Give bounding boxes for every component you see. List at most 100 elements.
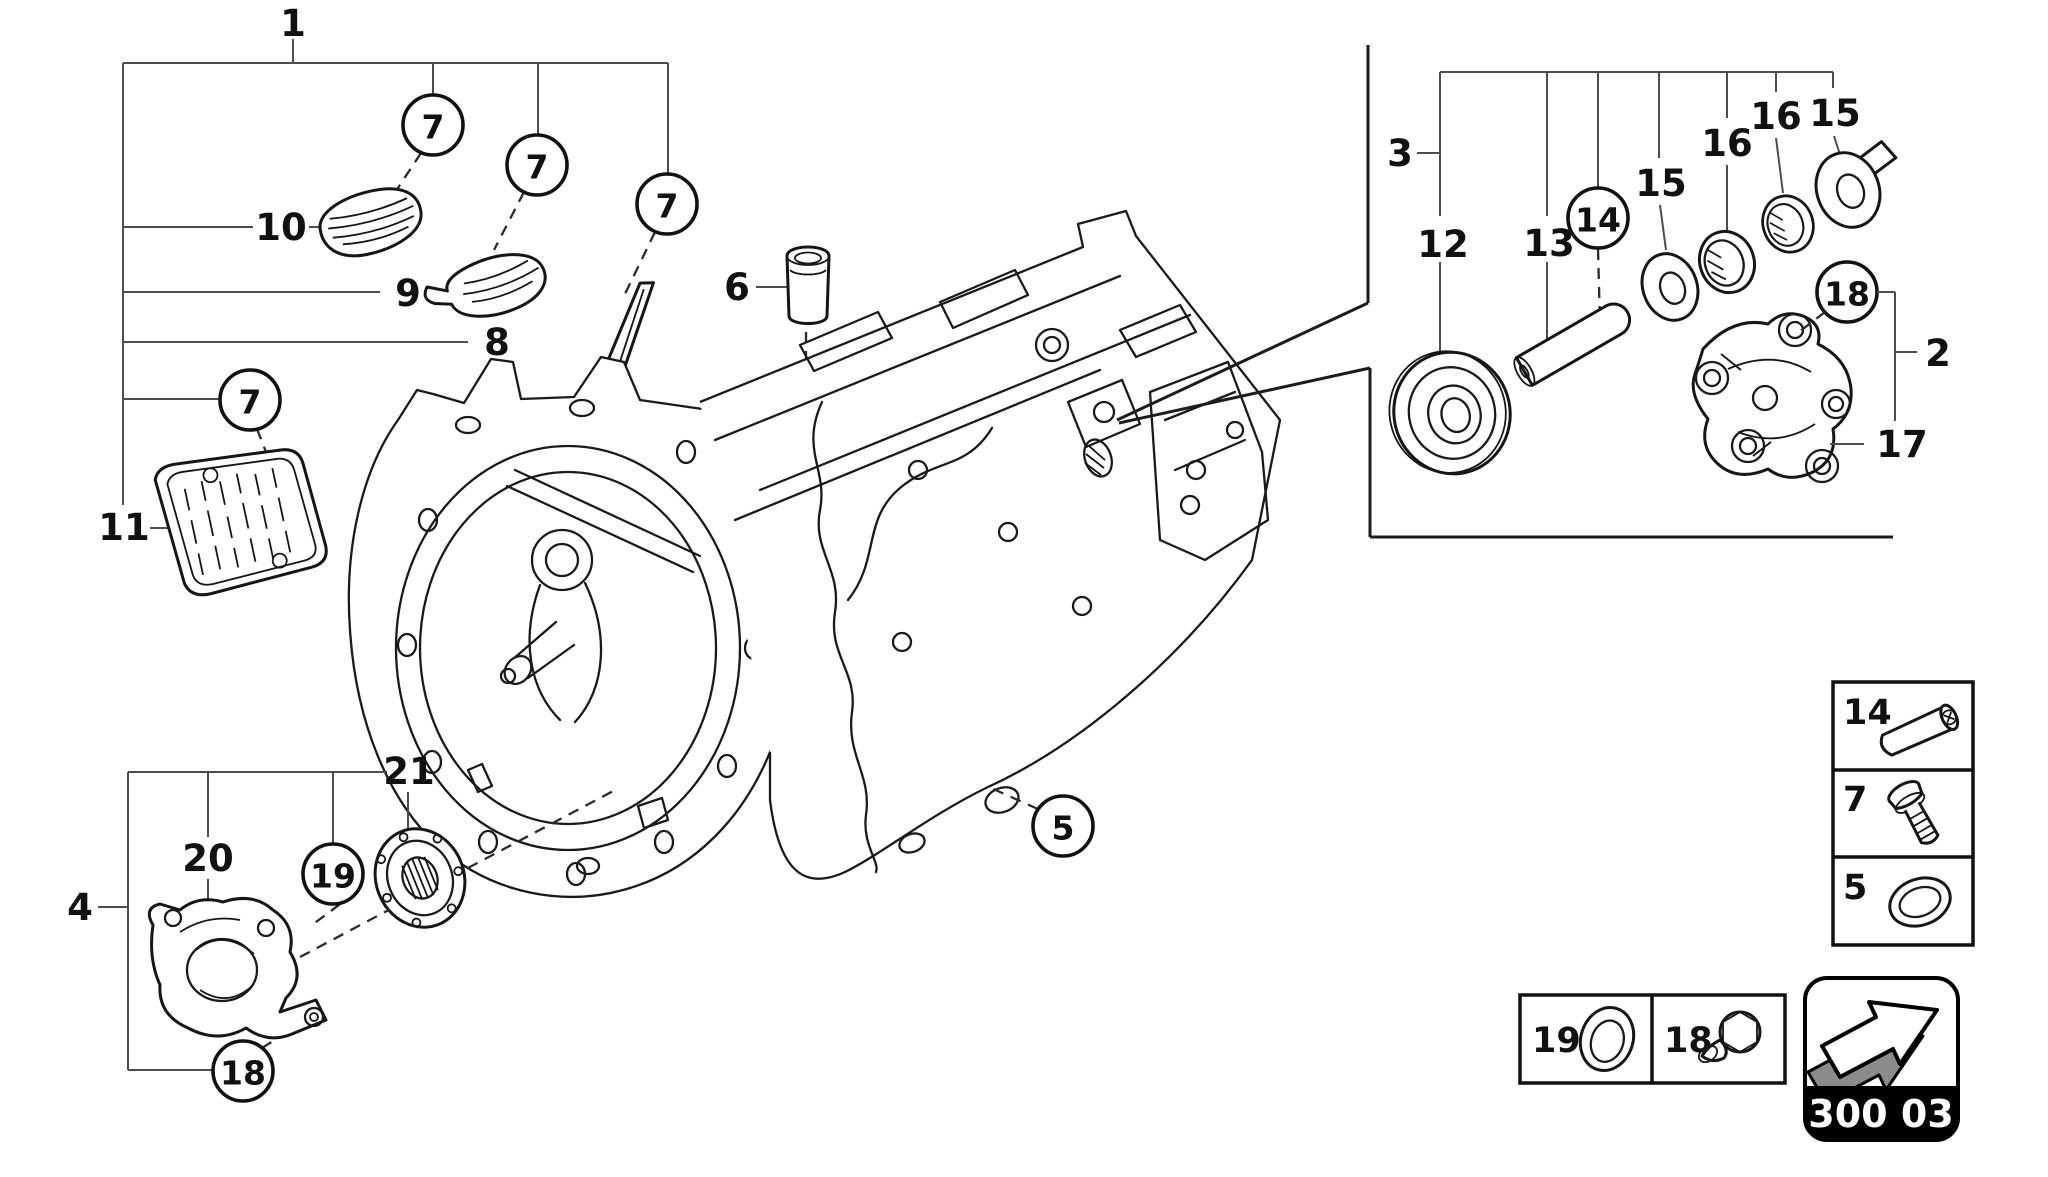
part-16b-bushing [1761, 194, 1815, 254]
callout-label-6[interactable]: 6 [724, 266, 750, 309]
part-10-magnet [318, 187, 423, 258]
part-9-magnet-holder [423, 253, 547, 318]
callout-label-8[interactable]: 8 [484, 321, 510, 364]
leader-line [1658, 72, 1667, 251]
callout-circle-7d[interactable]: 7 [218, 368, 282, 432]
callout-label-15b[interactable]: 15 [1809, 92, 1861, 135]
dashed-pointer [990, 786, 1039, 811]
part-15a-washer [1640, 252, 1700, 322]
callout-label-9[interactable]: 9 [395, 272, 421, 315]
badge-band [1805, 1086, 1958, 1140]
legend-label-14: 14 [1843, 693, 1892, 733]
part-13-pin [1513, 302, 1632, 387]
page-code-badge[interactable]: 300 03 [1803, 976, 1960, 1142]
callout-circle[interactable] [635, 172, 699, 236]
nav-arrow-3d-icon [1806, 1000, 1939, 1105]
callout-circle-7b[interactable]: 7 [505, 133, 569, 197]
legend-label-19: 19 [1532, 1021, 1581, 1061]
callout-label-20[interactable]: 20 [182, 837, 234, 880]
rotor-holes [376, 832, 464, 928]
callout-label-12[interactable]: 12 [1417, 223, 1469, 266]
grille-slots [183, 467, 292, 576]
callout-label-4[interactable]: 4 [67, 886, 93, 929]
callout-label-13[interactable]: 13 [1523, 222, 1575, 265]
callout-label-19: 19 [310, 857, 356, 896]
callout-label-17[interactable]: 17 [1876, 423, 1928, 466]
legend-row-14[interactable]: 14 [1843, 693, 1961, 760]
part-6-plug [785, 245, 831, 325]
callout-label-14: 14 [1575, 201, 1621, 240]
legend-cell-18[interactable]: 18 [1664, 1010, 1762, 1065]
part-11-filter-plate [153, 448, 328, 597]
detail-panel: 3 12 13 15 16 16 15 14 [1116, 45, 1951, 539]
callout-label-16b[interactable]: 16 [1750, 95, 1802, 138]
callout-label-10[interactable]: 10 [255, 206, 307, 249]
callout-circle-5[interactable]: 5 [1031, 794, 1095, 858]
pointer-wedge-lower [1118, 366, 1371, 425]
legend-cell-19[interactable]: 19 [1532, 1001, 1642, 1078]
page-code: 300 03 [1808, 1092, 1953, 1136]
callout-label-21[interactable]: 21 [383, 750, 435, 793]
callout-circle-19[interactable]: 19 [301, 842, 365, 906]
gear-case [699, 209, 1282, 880]
o-ring-icon [1888, 876, 1952, 928]
legend-right-table: 14 7 5 [1831, 680, 1975, 947]
callout-label-7: 7 [526, 148, 549, 187]
dowel-pin-icon [1879, 703, 1960, 757]
callout-circle-18t[interactable]: 18 [1815, 260, 1879, 324]
callout-circle[interactable] [1031, 794, 1095, 858]
legend-row-7[interactable]: 7 [1843, 777, 1947, 850]
dashed-pointer [622, 231, 657, 297]
callout-label-3[interactable]: 3 [1387, 132, 1413, 175]
dashed-pointer [261, 1013, 317, 1049]
part-20-pump-cover [147, 896, 328, 1040]
callout-circle-7c[interactable]: 7 [635, 172, 699, 236]
gearbox-illustration [347, 209, 1282, 898]
rivet-bolt-icon [1887, 780, 1940, 845]
dashed-pointer [492, 191, 526, 251]
callout-label-5: 5 [1052, 809, 1075, 848]
leader-line [1775, 72, 1784, 194]
callout-circle-7a[interactable]: 7 [401, 93, 465, 157]
dashed-pointer [255, 428, 268, 453]
pointer-wedge-upper [1116, 301, 1369, 422]
assembly-4-group: 4 20 21 19 18 [67, 750, 618, 1103]
legend-row-dividers [1833, 768, 1973, 859]
part-15b-tab-washer [1814, 140, 1898, 229]
callout-circle-14[interactable]: 14 [1566, 186, 1630, 250]
callout-label-7: 7 [656, 187, 679, 226]
callout-label-1[interactable]: 1 [280, 2, 306, 45]
callout-circle[interactable] [505, 133, 569, 197]
callout-circle[interactable] [211, 1039, 275, 1103]
legend-label-7: 7 [1843, 780, 1867, 820]
callout-label-16a[interactable]: 16 [1701, 122, 1753, 165]
seal-ring-icon [1578, 1006, 1636, 1072]
callout-circle[interactable] [301, 842, 365, 906]
callout-label-18: 18 [1824, 275, 1870, 314]
callout-label-18: 18 [220, 1054, 266, 1093]
part-16a-bushing [1698, 229, 1756, 295]
part-21-pump-gear [373, 827, 467, 929]
callout-label-11[interactable]: 11 [98, 506, 150, 549]
legend-row-5[interactable]: 5 [1843, 868, 1957, 934]
bracket-2 [1877, 291, 1917, 421]
callout-circle[interactable] [1566, 186, 1630, 250]
legend-bottom-table: 19 18 [1518, 993, 1787, 1085]
callout-circle[interactable] [218, 368, 282, 432]
dashed-pointer [1798, 311, 1826, 333]
dashed-pointer [387, 152, 422, 204]
cover-bolts [1694, 312, 1852, 484]
detent-cluster [1066, 378, 1142, 478]
callout-5-group: 5 [990, 786, 1095, 858]
flange-bolt-icon [1697, 1010, 1762, 1064]
part-17-cover [1691, 312, 1853, 484]
callout-label-15a[interactable]: 15 [1635, 162, 1687, 205]
callout-label-2[interactable]: 2 [1925, 332, 1951, 375]
callout-label-7: 7 [422, 108, 445, 147]
assembly-1-group: 1 10 9 8 11 7 7 7 7 [98, 2, 699, 597]
callout-circle-18b[interactable]: 18 [211, 1039, 275, 1103]
legend-frame [1831, 680, 1975, 947]
callout-circle[interactable] [401, 93, 465, 157]
